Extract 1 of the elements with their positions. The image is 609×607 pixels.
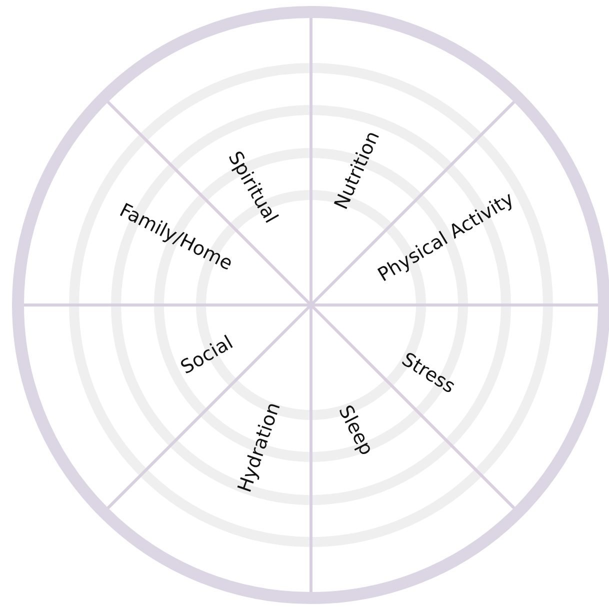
segment-label: Sleep (334, 402, 376, 458)
